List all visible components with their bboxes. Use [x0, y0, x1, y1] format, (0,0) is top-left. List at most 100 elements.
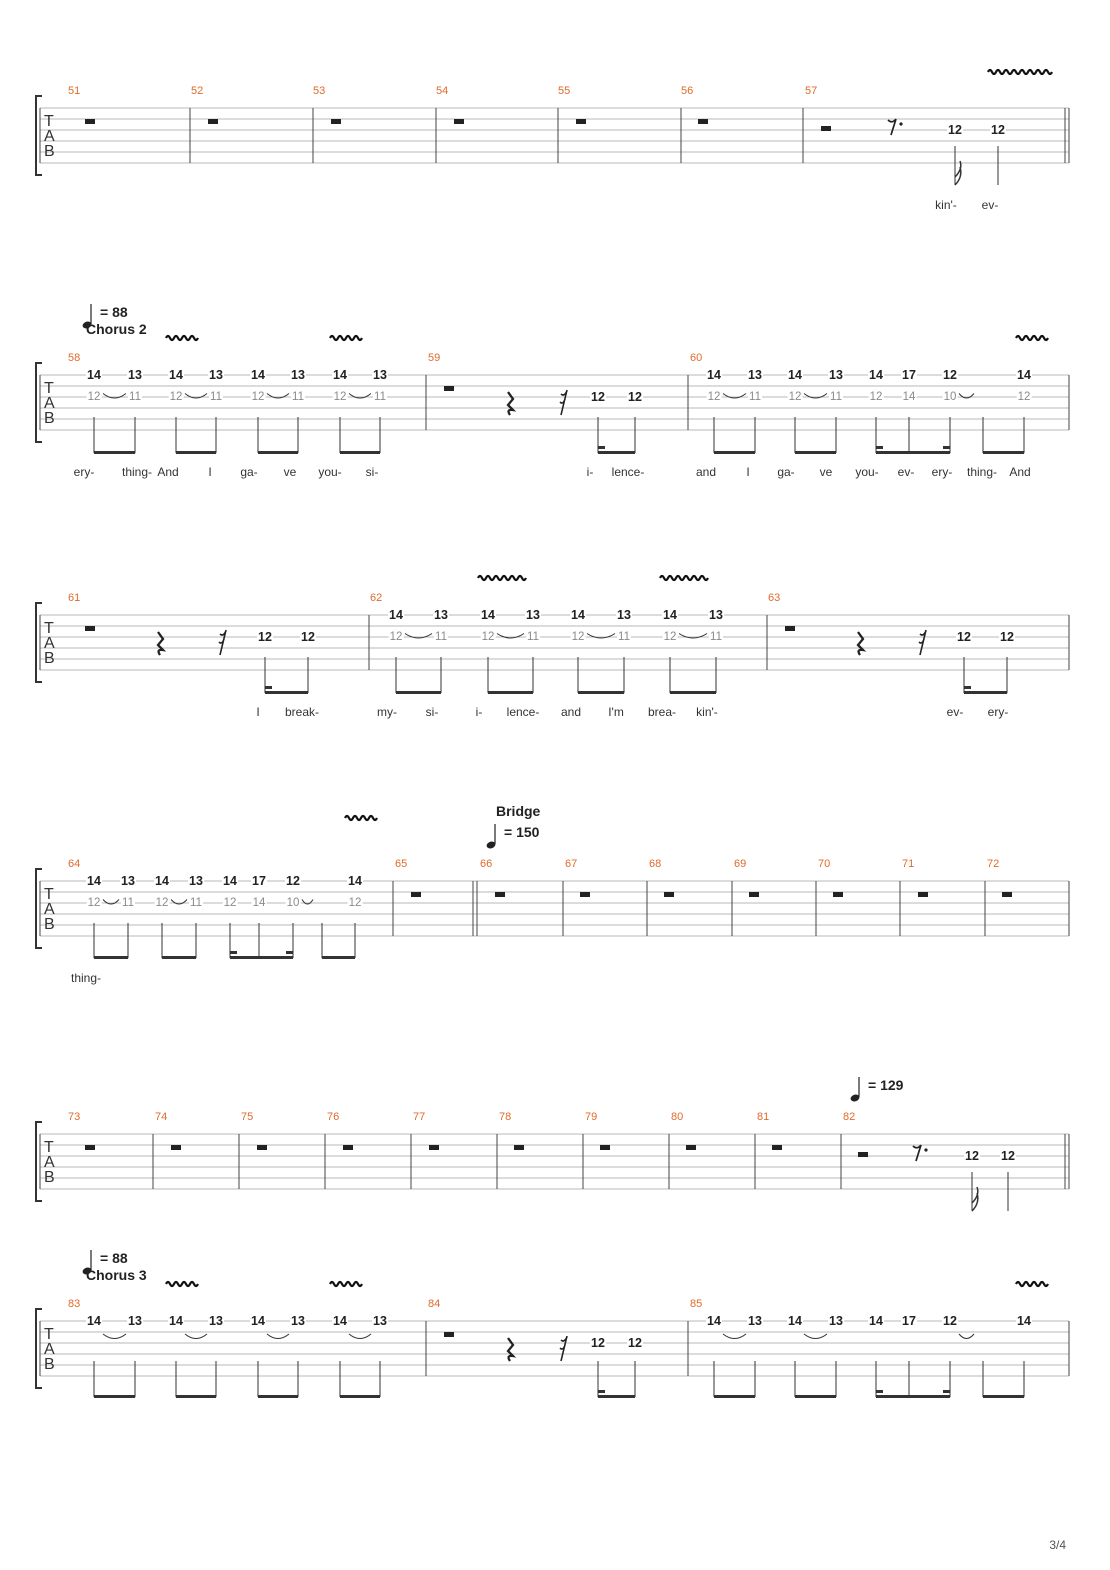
tab-letter: B: [44, 650, 55, 667]
lyric-syllable: ga-: [240, 465, 258, 479]
eighth-rest: [887, 118, 897, 136]
measure-number: 55: [558, 85, 571, 97]
vibrato-mark: [477, 574, 527, 582]
measure-number: 76: [327, 1111, 340, 1123]
vibrato-mark: [344, 814, 378, 822]
measure-number: 73: [68, 1111, 81, 1123]
system-bracket: [35, 868, 42, 949]
fret-number: 12: [627, 1336, 643, 1350]
tie: [102, 393, 127, 399]
whole-rest: [576, 119, 586, 124]
fret-number: 17: [901, 1314, 917, 1328]
fret-number: 12: [662, 631, 678, 643]
lyric-syllable: si-: [365, 465, 379, 479]
fret-number: 14: [706, 368, 722, 382]
fret-number: 14: [1016, 368, 1032, 382]
beam: [598, 451, 635, 454]
beam: [943, 1390, 950, 1393]
vibrato-mark: [659, 574, 709, 582]
tab-letter: T: [44, 620, 54, 637]
measure-number: 60: [690, 352, 703, 364]
half-rest: [858, 1152, 868, 1157]
beam: [230, 951, 237, 954]
quarter-rest: [856, 631, 867, 656]
beam: [876, 1390, 883, 1393]
fret-number: 11: [128, 391, 142, 403]
lyric-syllable: And: [157, 465, 179, 479]
measure-number: 52: [191, 85, 204, 97]
fret-number: 14: [787, 368, 803, 382]
beam: [94, 451, 135, 454]
fret-number: 12: [570, 631, 586, 643]
tie: [496, 633, 525, 639]
measure-number: 71: [902, 858, 915, 870]
fret-number: 17: [251, 874, 267, 888]
fret-number: 14: [868, 1314, 884, 1328]
fret-number: 12: [300, 630, 316, 644]
whole-rest: [580, 892, 590, 897]
lyric-syllable: I: [208, 465, 212, 479]
fret-number: 12: [154, 897, 170, 909]
quarter-rest: [156, 631, 167, 656]
fret-number: 11: [373, 391, 387, 403]
fret-number: 14: [86, 368, 102, 382]
tab-letter: A: [44, 1341, 55, 1358]
fret-number: 12: [1000, 1149, 1016, 1163]
fret-number: 11: [189, 897, 203, 909]
fret-number: 14: [250, 368, 266, 382]
fret-number: 12: [706, 391, 722, 403]
whole-rest: [833, 892, 843, 897]
whole-rest: [454, 119, 464, 124]
measure-number: 83: [68, 1298, 81, 1310]
beam: [964, 691, 1007, 694]
whole-rest: [785, 626, 795, 631]
whole-rest: [444, 386, 454, 391]
beam: [598, 1395, 635, 1398]
fret-number: 12: [999, 630, 1015, 644]
tempo-marking: = 88: [100, 1250, 128, 1266]
beam: [714, 451, 755, 454]
tab-letter: B: [44, 1356, 55, 1373]
measure-number: 51: [68, 85, 81, 97]
beam: [265, 686, 272, 689]
whole-rest: [257, 1145, 267, 1150]
fret-number: 11: [748, 391, 762, 403]
measure-number: 81: [757, 1111, 770, 1123]
tie: [170, 899, 188, 905]
measure-number: 63: [768, 592, 781, 604]
fret-number: 14: [250, 1314, 266, 1328]
beam: [943, 446, 950, 449]
lyric-syllable: thing-: [121, 465, 153, 479]
fret-number: 14: [222, 874, 238, 888]
beam: [714, 1395, 755, 1398]
lyric-syllable: thing-: [70, 971, 102, 985]
vibrato-mark: [1015, 334, 1049, 342]
beam: [94, 1395, 135, 1398]
measure-number: 70: [818, 858, 831, 870]
measure-number: 61: [68, 592, 81, 604]
fret-number: 11: [526, 631, 540, 643]
fret-number: 12: [86, 897, 102, 909]
tie: [301, 899, 314, 905]
tie: [348, 393, 372, 399]
beam: [258, 451, 298, 454]
lyric-syllable: i-: [475, 705, 483, 719]
tempo-marking: = 129: [868, 1077, 904, 1093]
fret-number: 14: [86, 1314, 102, 1328]
beam: [265, 691, 308, 694]
fret-number: 14: [388, 608, 404, 622]
beam: [340, 451, 380, 454]
tie: [958, 393, 975, 399]
fret-number: 14: [1016, 1314, 1032, 1328]
tab-letter: T: [44, 113, 54, 130]
quarter-note-icon: [850, 1077, 860, 1102]
beam: [396, 691, 441, 694]
tie: [184, 1333, 208, 1339]
fret-number: 11: [209, 391, 223, 403]
beam: [983, 1395, 1024, 1398]
sixteenth-rest: [218, 629, 227, 656]
tie: [102, 899, 120, 905]
fret-number: 13: [290, 368, 306, 382]
fret-number: 12: [868, 391, 884, 403]
